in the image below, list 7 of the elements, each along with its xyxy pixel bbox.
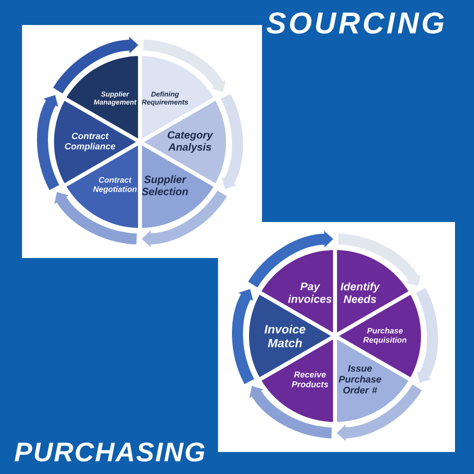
heading: SOURCING — [266, 12, 444, 34]
curved-arrow — [232, 289, 254, 384]
heading: PURCHASING — [14, 442, 205, 462]
curved-arrow — [37, 95, 60, 190]
curved-arrow — [220, 94, 243, 189]
curved-arrow — [416, 288, 438, 383]
curved-arrow — [142, 40, 226, 92]
